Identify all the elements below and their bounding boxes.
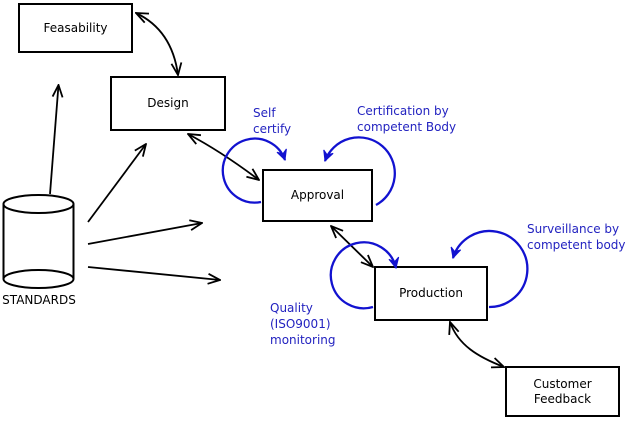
box-production: Production <box>374 266 488 321</box>
box-approval-label: Approval <box>290 188 345 202</box>
arrow-standards-design <box>87 144 146 223</box>
arrow-standards-production <box>87 266 220 280</box>
loop-quality-monitoring <box>329 241 400 310</box>
arrow-design-approval <box>188 134 259 180</box>
loop-self-certify <box>221 137 287 204</box>
annotation-self-certify: Self certify <box>253 106 292 136</box>
arrow-standards-approval <box>87 223 202 245</box>
annotation-certification: Certification by competent Body <box>357 104 457 134</box>
arrow-approval-production <box>331 226 373 267</box>
box-customer-feedback: Customer Feedback <box>505 366 620 417</box>
standards-label: STANDARDS <box>2 293 76 307</box>
box-customer-feedback-label: Customer Feedback <box>533 376 592 406</box>
box-approval: Approval <box>262 169 373 222</box>
annotation-surveillance: Surveillance by competent body <box>527 222 626 252</box>
loop-certification <box>323 136 396 207</box>
arrow-standards-feasability <box>49 85 59 195</box>
loop-surveillance <box>450 229 529 309</box>
arrow-production-customer-feedback <box>450 322 504 367</box>
box-design: Design <box>110 76 226 131</box>
box-feasability-label: Feasability <box>43 20 108 35</box>
box-feasability: Feasability <box>18 3 133 53</box>
arrow-feasability-design <box>136 13 178 75</box>
annotation-quality-monitoring: Quality (ISO9001) monitoring <box>270 301 336 347</box>
box-design-label: Design <box>147 96 189 110</box>
standards-datastore-icon <box>2 194 75 289</box>
box-production-label: Production <box>399 286 463 300</box>
